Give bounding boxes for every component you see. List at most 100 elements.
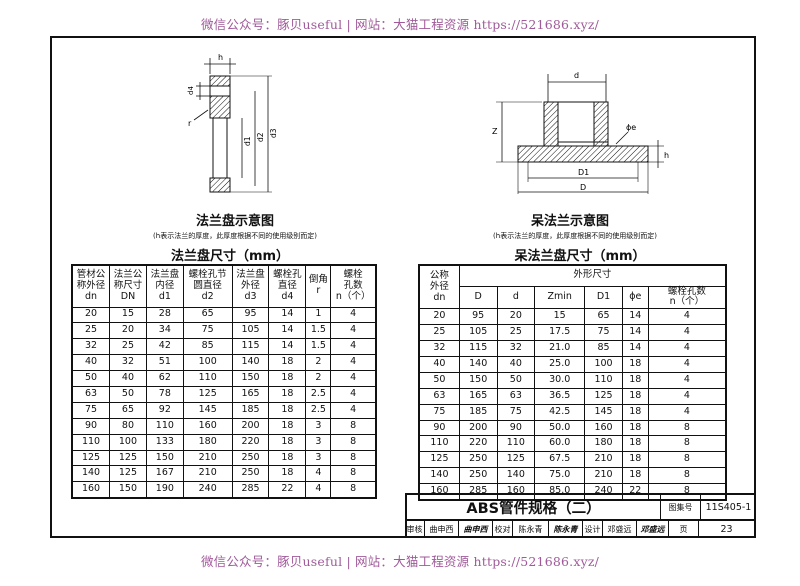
dim-d1-label-right: D1: [578, 168, 589, 177]
table-cell: 90: [496, 419, 536, 437]
table-cell: 110: [182, 370, 233, 387]
table-cell: 200: [458, 419, 498, 437]
table-cell: 150: [458, 371, 498, 389]
table-cell: 105: [231, 322, 270, 340]
table-cell: 4: [647, 387, 727, 405]
table-cell: 4: [330, 370, 377, 387]
dim-r-label: r: [188, 119, 192, 128]
review-signature: 曲申西: [459, 521, 493, 538]
dim-phi-label: ϕe: [626, 123, 636, 132]
table-cell: 240: [182, 481, 233, 499]
dim-d-label: d: [574, 71, 579, 80]
table-cell: 75: [496, 403, 536, 421]
table-cell: 18: [621, 356, 649, 373]
table-cell: 125: [584, 387, 623, 405]
table-cell: 8: [647, 435, 727, 453]
stub-flange-note: (h表示法兰的厚度，此厚度根据不同的使用级别而定): [493, 232, 657, 240]
watermark-bottom: 微信公众号：豚贝useful | 网站：大猫工程资源 https://52168…: [200, 554, 600, 569]
table-cell: 185: [231, 401, 270, 419]
header-phi: ϕe: [621, 285, 649, 310]
table-cell: 20: [418, 308, 460, 326]
table-cell: 180: [584, 435, 623, 453]
table-cell: 14: [268, 306, 307, 324]
table-cell: 140: [71, 465, 111, 483]
table-cell: 18: [268, 433, 307, 451]
table-cell: 40: [71, 354, 111, 372]
stub-flange-table-title: 呆法兰盘尺寸（mm）: [514, 249, 646, 264]
table-cell: 110: [418, 435, 460, 453]
check-label: 校对: [493, 521, 513, 538]
table-cell: 32: [496, 340, 536, 358]
table-cell: 185: [458, 403, 498, 421]
design-signature: 邓盛远: [637, 521, 669, 538]
table-cell: 110: [496, 435, 536, 453]
table-cell: 18: [268, 465, 307, 483]
table-cell: 25: [109, 338, 147, 356]
table-cell: 18: [621, 371, 649, 389]
table-cell: 105: [458, 324, 498, 342]
table-cell: 18: [621, 387, 649, 405]
table-cell: 3: [305, 449, 332, 467]
table-cell: 125: [496, 451, 536, 469]
drawing-frame: [50, 36, 756, 538]
table-cell: 18: [268, 354, 307, 372]
table-cell: 65: [182, 306, 233, 324]
table-cell: 125: [418, 451, 460, 469]
table-cell: 115: [231, 338, 270, 356]
table-cell: 2.5: [305, 385, 332, 403]
table-cell: 40: [418, 356, 460, 373]
table-cell: 80: [109, 417, 147, 435]
table-cell: 51: [145, 354, 184, 372]
table-cell: 125: [109, 465, 147, 483]
table-cell: 160: [71, 481, 111, 499]
design-name: 邓盛远: [603, 521, 637, 538]
table-cell: 8: [330, 481, 377, 499]
table-cell: 30.0: [534, 371, 586, 389]
table-cell: 190: [145, 481, 184, 499]
page-number: 23: [720, 524, 733, 535]
table-cell: 100: [109, 433, 147, 451]
signature-row: 审核 曲申西 曲申西 校对 陈永青 陈永青 设计 邓盛远 邓盛远 页 23: [405, 520, 756, 538]
table-cell: 4: [647, 340, 727, 358]
table-cell: 18: [268, 401, 307, 419]
review-label: 审核: [405, 521, 425, 538]
title-block: ABS管件规格（二） 图集号 11S405-1: [405, 493, 756, 538]
dim-d3-label: d3: [269, 128, 278, 138]
table-cell: 2.5: [305, 401, 332, 419]
table-cell: 8: [647, 451, 727, 469]
table-cell: 1: [305, 306, 332, 324]
table-cell: 50: [496, 371, 536, 389]
header-D: D: [458, 285, 498, 310]
table-cell: 40: [496, 356, 536, 373]
table-cell: 14: [268, 338, 307, 356]
table-cell: 2: [305, 370, 332, 387]
review-name: 曲申西: [425, 521, 459, 538]
header-D1: D1: [584, 285, 623, 310]
flange-plate-table-title: 法兰盘尺寸（mm）: [170, 249, 290, 264]
table-cell: 90: [71, 417, 111, 435]
table-cell: 65: [584, 308, 623, 326]
table-cell: 14: [621, 308, 649, 326]
table-cell: 20: [71, 306, 111, 324]
table-cell: 140: [231, 354, 270, 372]
table-cell: 110: [584, 371, 623, 389]
